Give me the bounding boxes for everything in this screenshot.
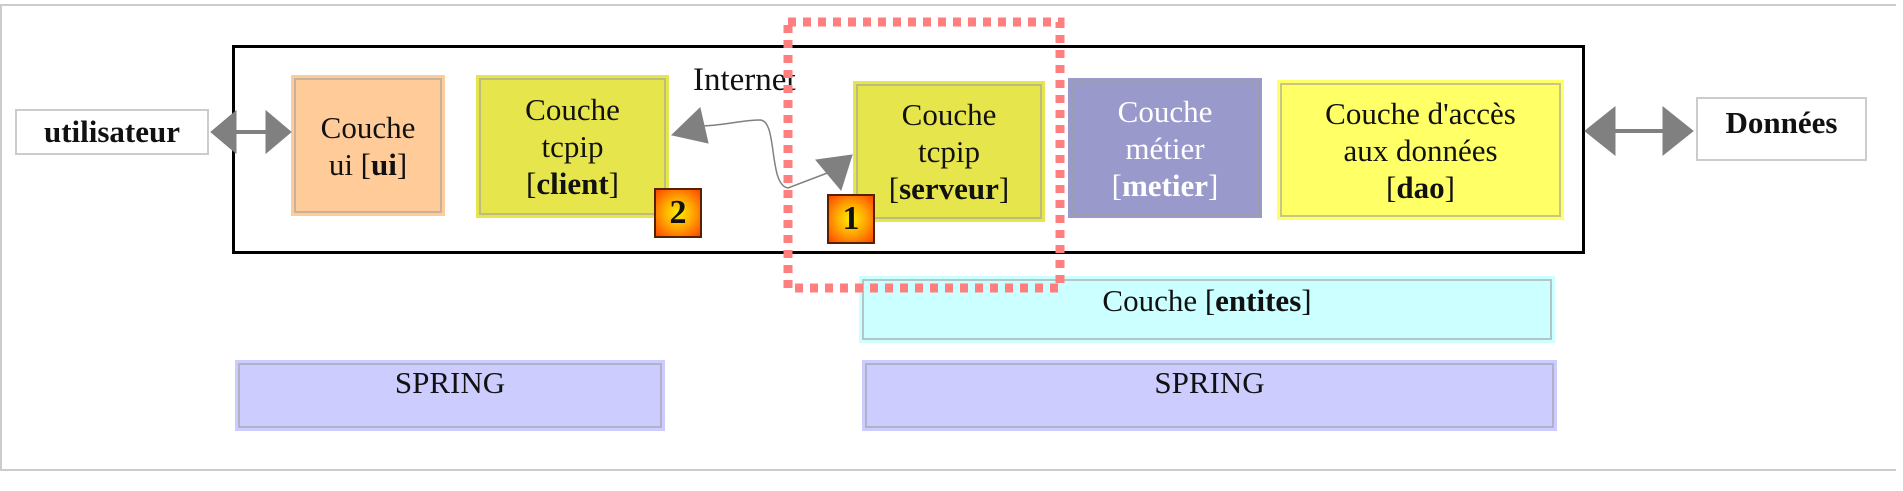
layer-title: Couche d'accès xyxy=(1325,95,1516,131)
layer-ui-name: ui [ui] xyxy=(328,146,408,182)
user-label: utilisateur xyxy=(43,114,181,149)
layer-name: [metier] xyxy=(1111,167,1219,203)
layer-dao: Couche d'accès aux données [dao] xyxy=(1277,80,1564,220)
user-box: utilisateur xyxy=(15,109,209,155)
layer-subtitle: tcpip xyxy=(541,129,604,164)
data-box: Données xyxy=(1696,97,1867,161)
step-badge-2: 2 xyxy=(654,188,702,238)
arrow-head-server-icon xyxy=(815,154,853,192)
spring-server: SPRING xyxy=(862,360,1557,431)
layer-tcpip-client: Couche tcpip [client] xyxy=(476,75,669,218)
layer-tcpip-server: Couche tcpip [serveur] xyxy=(853,81,1045,222)
spring-label: SPRING xyxy=(1154,365,1265,400)
layer-name: [dao] xyxy=(1386,169,1455,205)
spring-label: SPRING xyxy=(394,365,506,400)
layer-name: Couche [entites] xyxy=(1102,283,1312,318)
layer-subtitle: métier xyxy=(1125,130,1205,166)
layer-subtitle: aux données xyxy=(1343,132,1498,168)
internet-link xyxy=(689,119,831,189)
layer-ui-title: Couche xyxy=(320,109,416,145)
layer-title: Couche xyxy=(1117,93,1213,129)
diagram-frame xyxy=(0,4,1896,471)
data-label: Données xyxy=(1725,105,1838,140)
highlight-dashed-box xyxy=(783,17,1065,293)
layer-ui: Couche ui [ui] xyxy=(291,75,445,216)
layer-title: Couche xyxy=(525,92,620,127)
layer-metier: Couche métier [metier] xyxy=(1068,78,1262,218)
arrow-head-client-icon xyxy=(670,107,709,144)
layer-title: Couche xyxy=(901,97,997,132)
arrow-head-left-icon xyxy=(1584,105,1616,157)
arrow-head-right-icon xyxy=(1662,105,1694,157)
step-badge-1: 1 xyxy=(827,194,875,244)
layer-name: [client] xyxy=(526,166,619,201)
internet-label: Internet xyxy=(693,62,796,98)
arrow-head-left-icon xyxy=(210,109,237,155)
arrow-head-right-icon xyxy=(265,109,292,155)
spring-client: SPRING xyxy=(235,360,665,431)
layer-name: [serveur] xyxy=(888,171,1010,206)
layer-subtitle: tcpip xyxy=(918,134,980,169)
